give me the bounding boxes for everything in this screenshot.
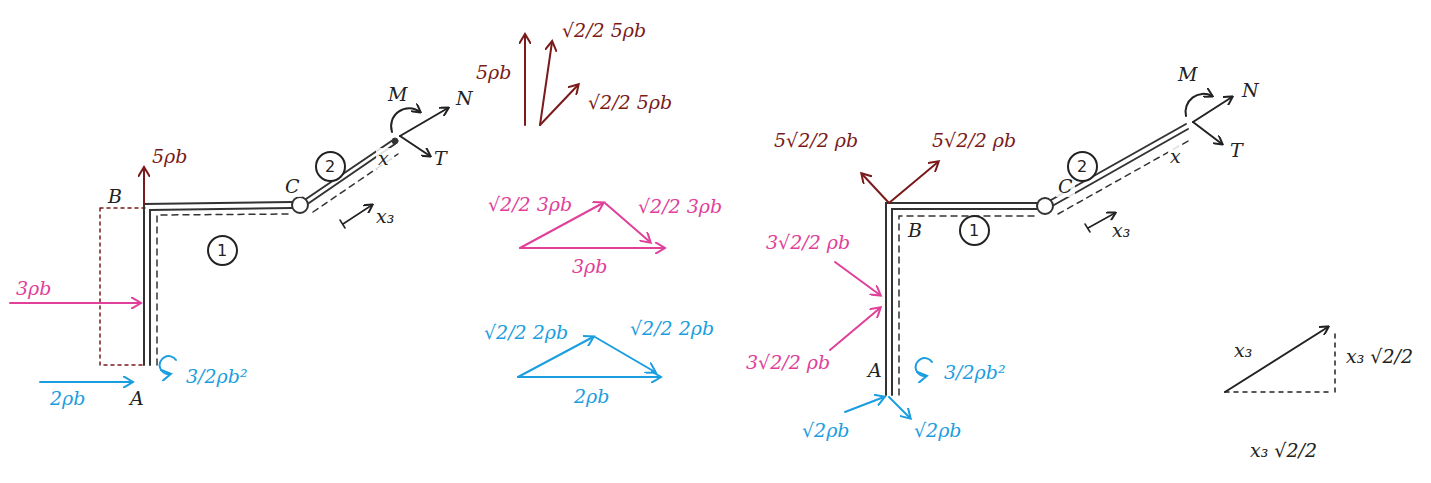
force-label: x₃ (374, 206, 396, 227)
force-label: √2/2 5ρb (586, 92, 674, 113)
force-label: A (866, 360, 884, 381)
force-label: x₃ √2/2 (1248, 440, 1319, 461)
force-label: x₃ (1110, 220, 1132, 241)
force-label: √2/2 5ρb (560, 20, 648, 41)
force-label: 5√2/2 ρb (930, 130, 1018, 151)
member-number-text: 2 (1077, 157, 1087, 176)
force-label: B (106, 186, 124, 207)
force-label: x₃ (1232, 340, 1254, 361)
force-label: √2/2 2ρb (628, 318, 716, 339)
force-label: T (1228, 140, 1245, 161)
force-label: 5ρb (150, 146, 189, 167)
force-label: 2ρb (48, 388, 87, 409)
member-number-text: 1 (217, 241, 227, 260)
member-number: 2 (315, 151, 346, 182)
force-label: M (1176, 64, 1199, 85)
force-label: C (1056, 176, 1075, 197)
force-label: √2/2 2ρb (482, 322, 570, 343)
force-label: M (386, 84, 409, 105)
force-label: 3/2ρb² (942, 362, 1008, 383)
force-label: √2/2 3ρb (636, 196, 724, 217)
force-label: x (376, 148, 391, 169)
force-label: 3√2/2 ρb (744, 352, 832, 373)
force-label: 3√2/2 ρb (764, 232, 852, 253)
force-label: T (432, 148, 449, 169)
force-label: x₃ √2/2 (1344, 346, 1415, 367)
force-label: 3/2ρb² (184, 366, 250, 387)
force-label: 5ρb (474, 62, 513, 83)
force-label: √2ρb (800, 420, 852, 441)
member-number-text: 2 (325, 157, 335, 176)
force-label: N (454, 88, 475, 109)
member-number: 1 (207, 235, 238, 266)
force-label: 3ρb (570, 256, 609, 277)
force-label: B (906, 220, 924, 241)
member-number: 2 (1067, 151, 1098, 182)
force-label: N (1240, 80, 1261, 101)
force-label: x (1168, 146, 1183, 167)
force-label: √2/2 3ρb (486, 194, 574, 215)
force-label: √2ρb (912, 420, 964, 441)
member-number-text: 1 (969, 221, 979, 240)
force-label: A (128, 388, 146, 409)
force-label: 5√2/2 ρb (772, 130, 860, 151)
force-label: 2ρb (572, 386, 611, 407)
force-label: C (283, 176, 302, 197)
member-number: 1 (959, 215, 990, 246)
force-label: 3ρb (14, 278, 53, 299)
